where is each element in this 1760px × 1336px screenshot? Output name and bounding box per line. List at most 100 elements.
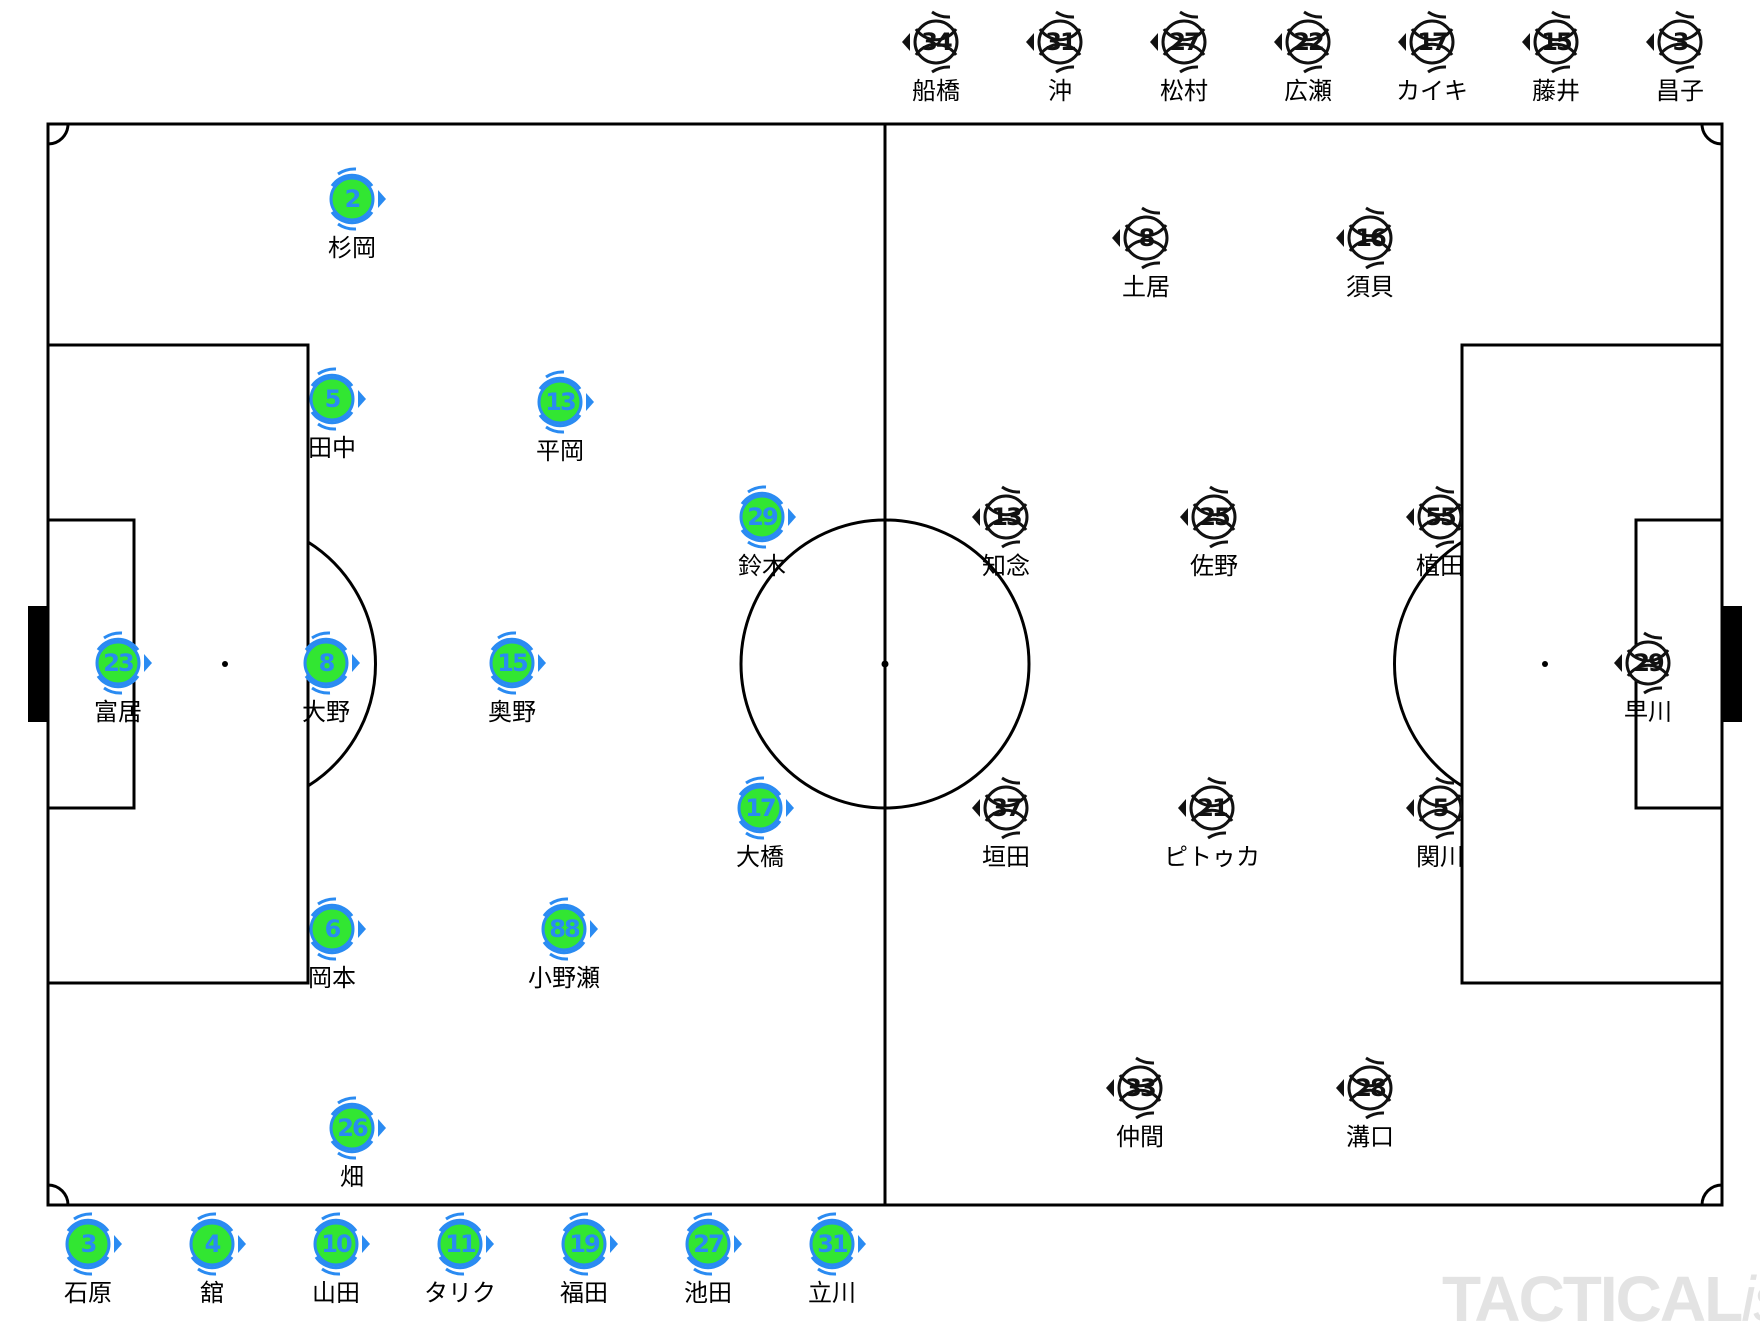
player-name: 広瀬 (1284, 77, 1332, 105)
left-penalty-arc (307, 540, 378, 788)
player-name: 土居 (1122, 273, 1170, 301)
player-name: 福田 (560, 1279, 608, 1307)
home-player-marker (309, 367, 366, 431)
watermark-italic: ista (1741, 1263, 1760, 1335)
away-player-marker (1406, 485, 1463, 549)
player-number: 10 (321, 1230, 352, 1258)
home-player-marker (95, 631, 152, 695)
away-player-marker (972, 485, 1029, 549)
player-name: ピトゥカ (1164, 843, 1260, 871)
player-name: 松村 (1160, 77, 1208, 105)
player-name: 舘 (200, 1279, 224, 1307)
center-spot (881, 660, 889, 668)
player-name: 仲間 (1116, 1123, 1164, 1151)
player-number: 15 (497, 649, 528, 677)
player-name: 溝口 (1346, 1123, 1394, 1151)
player-name: 畑 (340, 1163, 364, 1191)
player-number: 3 (80, 1230, 98, 1258)
player-name: 立川 (808, 1279, 856, 1307)
watermark-bold: TACTICAL (1442, 1263, 1743, 1335)
home-player-marker (489, 631, 546, 695)
player-number: 27 (693, 1230, 724, 1258)
player-number: 88 (549, 915, 580, 943)
away-player-marker (1646, 10, 1703, 74)
player-name: 石原 (64, 1279, 112, 1307)
away-player-marker (1274, 10, 1331, 74)
player-number: 8 (1138, 224, 1156, 252)
left-penalty-spot (222, 661, 228, 667)
player-name: 平岡 (536, 437, 584, 465)
player-number: 3 (1672, 28, 1690, 56)
home-player-marker (685, 1212, 742, 1276)
player-number: 2 (344, 185, 362, 213)
player-name: 早川 (1624, 698, 1672, 726)
player-name: 池田 (684, 1279, 732, 1307)
away-player-marker (1406, 776, 1463, 840)
player-number: 34 (921, 28, 952, 56)
away-player-marker (1398, 10, 1455, 74)
player-number: 37 (991, 794, 1022, 822)
corner-arc-br (1700, 1183, 1723, 1206)
player-name: 船橋 (912, 77, 960, 105)
watermark: TACTICALista (1442, 1262, 1760, 1336)
player-name: 奥野 (488, 698, 536, 726)
corner-arc-tl (47, 123, 70, 146)
player-number: 5 (1432, 794, 1450, 822)
player-number: 11 (445, 1230, 476, 1258)
away-player-marker (902, 10, 959, 74)
player-number: 29 (747, 503, 778, 531)
home-player-marker (809, 1212, 866, 1276)
home-player-marker (329, 1096, 386, 1160)
home-player-marker (737, 776, 794, 840)
right-penalty-spot (1542, 661, 1548, 667)
player-number: 29 (1633, 649, 1664, 677)
player-number: 23 (103, 649, 134, 677)
player-number: 6 (324, 915, 342, 943)
player-name: 垣田 (982, 843, 1030, 871)
player-name: 須貝 (1346, 273, 1394, 301)
home-player-marker (537, 370, 594, 434)
player-number: 26 (337, 1114, 368, 1142)
player-name: 大橋 (736, 843, 784, 871)
away-player-marker (1522, 10, 1579, 74)
away-player-marker (1026, 10, 1083, 74)
away-player-marker (1614, 631, 1671, 695)
player-name: 大野 (302, 698, 350, 726)
player-number: 28 (1355, 1074, 1386, 1102)
home-player-marker (65, 1212, 122, 1276)
player-number: 27 (1169, 28, 1200, 56)
player-name: 佐野 (1190, 552, 1238, 580)
corner-arc-tr (1700, 123, 1723, 146)
player-number: 17 (745, 794, 776, 822)
player-number: 13 (991, 503, 1022, 531)
player-number: 22 (1293, 28, 1324, 56)
player-name: 小野瀬 (528, 964, 600, 992)
player-name: 知念 (982, 552, 1030, 580)
player-name: 田中 (308, 434, 356, 462)
player-number: 4 (204, 1230, 222, 1258)
right-penalty-arc (1392, 540, 1463, 788)
away-player-marker (1336, 1056, 1393, 1120)
player-name: 山田 (312, 1279, 360, 1307)
player-name: 沖 (1048, 77, 1072, 105)
home-player-marker (541, 897, 598, 961)
player-name: 関川 (1416, 843, 1464, 871)
player-name: タリク (424, 1279, 496, 1307)
away-player-marker (1178, 776, 1235, 840)
home-player-marker (309, 897, 366, 961)
right-goal (1722, 606, 1742, 722)
player-number: 25 (1199, 503, 1230, 531)
player-number: 33 (1125, 1074, 1156, 1102)
away-player-marker (1150, 10, 1207, 74)
player-number: 16 (1355, 224, 1386, 252)
player-name: 鈴木 (738, 552, 786, 580)
player-number: 21 (1197, 794, 1228, 822)
player-name: カイキ (1396, 77, 1468, 105)
player-number: 17 (1417, 28, 1448, 56)
player-name: 岡本 (308, 964, 356, 992)
player-number: 31 (1045, 28, 1076, 56)
player-number: 19 (569, 1230, 600, 1258)
player-name: 杉岡 (328, 234, 376, 262)
player-number: 31 (817, 1230, 848, 1258)
